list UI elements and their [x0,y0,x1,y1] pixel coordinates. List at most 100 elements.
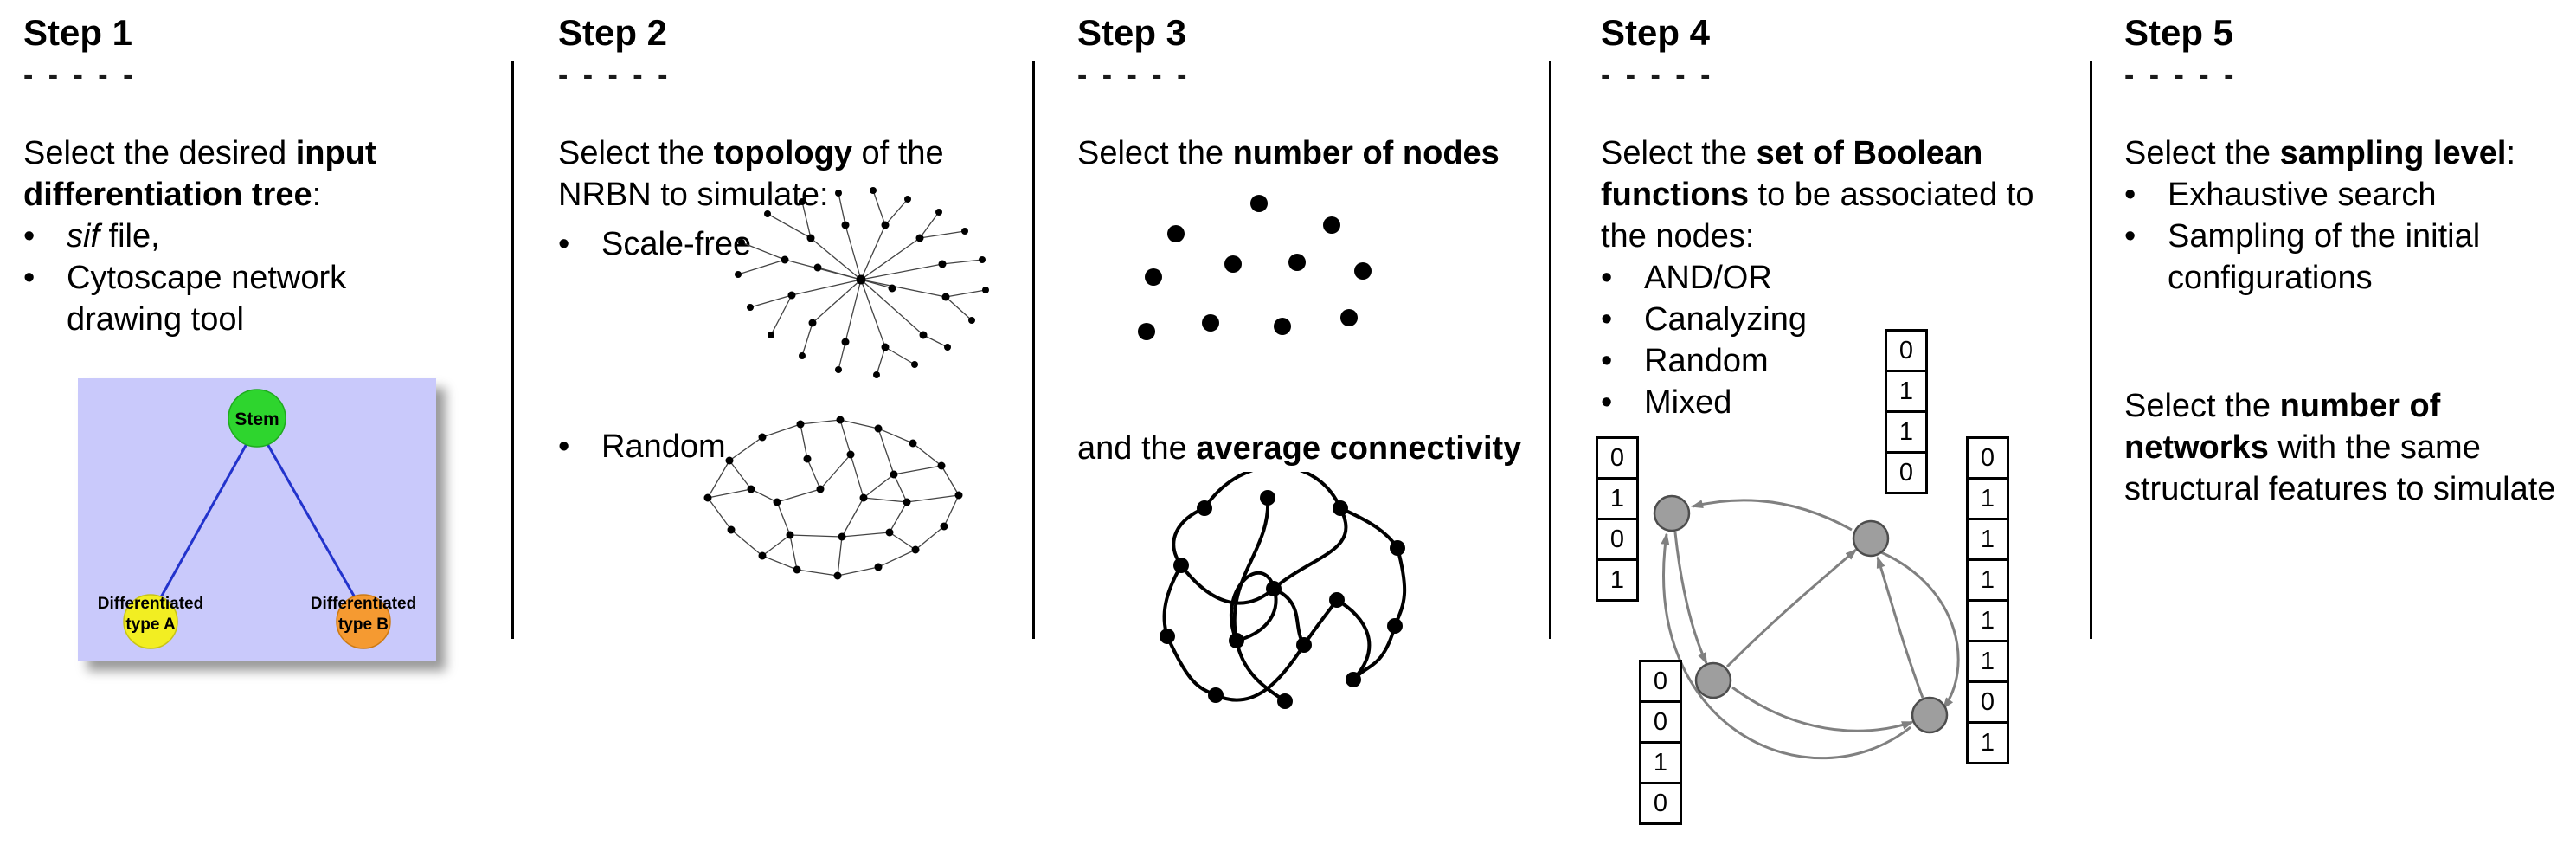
table-cell: 1 [1885,370,1928,413]
tree-edge-right [265,442,360,604]
bullet-icon [558,426,601,467]
step4-dashes: - - - - - [1601,59,1714,92]
table-cell: 0 [1596,518,1639,561]
bullet-icon [1601,257,1644,299]
table-cell: 0 [1885,451,1928,494]
stem-label: Stem [234,409,279,429]
text-segment: Select the [1077,135,1233,171]
truth-table-right: 0 1 1 1 1 1 0 1 [1966,436,2009,764]
nodes-scatter-svg [1138,195,1372,340]
network-node [1653,494,1691,532]
list-item: Canalyzing [1601,299,2072,340]
bullet-label: Exhaustive search [2168,177,2437,213]
list-item: Mixed [1601,382,2072,423]
text-segment: of the NRBN to simulate: [558,135,944,213]
list-item: Scale-free [558,223,835,265]
step1-column: Step 1 - - - - - Select the desired inpu… [23,0,498,851]
text-segment: number of [2279,388,2441,424]
step4-intro: Select the set of Boolean functions to b… [1601,132,2072,257]
bullet-label: Scale-free [601,226,752,262]
table-cell: 1 [1639,741,1682,784]
step3-dashes: - - - - - [1077,59,1191,92]
table-cell: 1 [1966,518,2009,561]
step1-intro: Select the desired input differentiation… [23,132,498,216]
boolean-network-arrows [1661,499,1960,760]
text-segment: topology [713,135,852,171]
text-segment: to be associated to the nodes: [1601,177,2034,255]
type-b-node [336,594,391,649]
random-network-svg [703,416,963,580]
table-cell: 1 [1966,558,2009,602]
table-cell: 0 [1966,680,2009,724]
random-network-graphic [686,398,980,606]
text-segment: set of Boolean functions [1601,135,1983,213]
bullet-label: Sampling of the initial configurations [2168,218,2481,296]
bullet-label: Random [1644,343,1769,379]
text-segment: : [312,177,322,213]
bullet-label: Cytoscape network drawing tool [67,260,347,338]
step1-bullet-list: sif file, Cytoscape network drawing tool [23,216,498,340]
differentiation-tree-svg: Stem Differentiated type A Differentiate… [78,378,436,661]
table-cell: 0 [1639,660,1682,703]
column-divider [511,61,514,639]
table-cell: 1 [1966,477,2009,520]
truth-table-top: 0 1 1 0 [1885,329,1928,494]
bullet-label: Mixed [1644,384,1732,421]
network-node [1852,519,1890,558]
bullet-icon [558,223,601,265]
text-segment: Select the [2124,388,2280,424]
step5-bullet-list: Exhaustive search Sampling of the initia… [2124,174,2576,299]
bullet-label: sif file, [67,216,498,257]
stem-node [228,389,286,448]
table-cell: 0 [1639,700,1682,744]
column-divider [1549,61,1551,639]
table-cell: 1 [1966,721,2009,764]
step3-title: Step 3 [1077,12,1187,53]
boolean-network-nodes [1653,494,1949,734]
random-nodes [703,416,963,580]
table-cell: 0 [1596,436,1639,480]
step4-title: Step 4 [1601,12,1711,53]
step2-dashes: - - - - - [558,59,671,92]
bullet-icon [2124,216,2168,257]
scatter-dots [1138,195,1372,340]
scale-free-network-graphic [716,177,1001,398]
text-segment: with the same [2268,429,2481,466]
network-node [1911,696,1949,734]
text-segment: Select the [1601,135,1757,171]
scale-free-network-svg [735,187,989,378]
table-cell: 0 [1639,782,1682,825]
column-divider [1032,61,1035,639]
text-segment: networks [2124,429,2269,466]
text-segment: Select the [558,135,714,171]
text-segment: structural features to simulate [2124,471,2556,507]
text-segment: file, [100,218,160,255]
step5-networks-text: Select the number of networks with the s… [2124,385,2576,510]
bullet-label: AND/OR [1644,260,1772,296]
step4-bullet-list: AND/OR Canalyzing Random Mixed [1601,257,2072,423]
step5-intro: Select the sampling level: [2124,132,2576,174]
step5-dashes: - - - - - [2124,59,2238,92]
list-item: Random [558,426,835,467]
table-cell: 1 [1966,640,2009,683]
scale-free-edges [737,190,986,376]
type-a-label-line1: Differentiated [98,595,203,613]
table-cell: 1 [1885,410,1928,454]
text-segment: : [2506,135,2516,171]
step3-column: Step 3 - - - - - Select the number of no… [1077,0,1536,851]
network-node [1694,661,1732,699]
bullet-icon [2124,174,2168,216]
table-cell: 1 [1596,558,1639,602]
text-segment: input differentiation tree [23,135,376,213]
truth-table-bottom: 0 0 1 0 [1639,660,1682,825]
tree-edge-left [156,442,249,604]
boolean-network-svg [1653,494,1960,760]
list-item: Cytoscape network drawing tool [23,257,498,340]
step5-column: Step 5 - - - - - Select the sampling lev… [2124,0,2576,851]
list-item: AND/OR [1601,257,2072,299]
table-cell: 0 [1966,436,2009,480]
bullet-icon [23,257,67,299]
nodes-scatter-graphic [1131,186,1382,405]
connectivity-svg [1160,464,1407,709]
